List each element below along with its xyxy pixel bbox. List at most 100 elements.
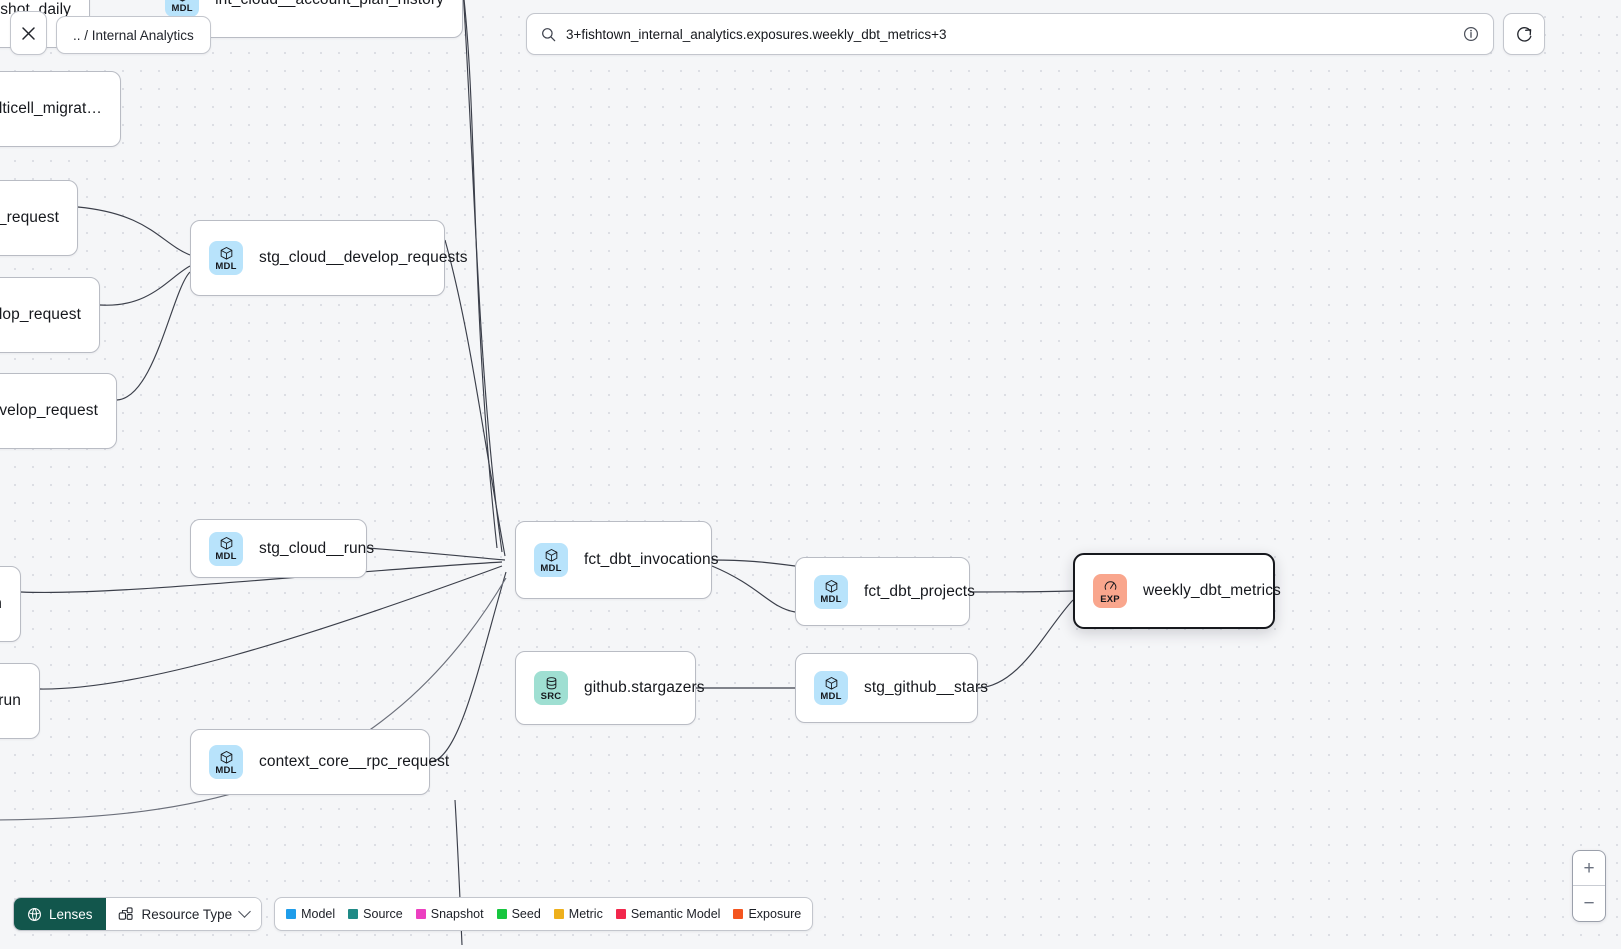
legend-swatch bbox=[286, 909, 297, 919]
search-input[interactable]: 3+fishtown_internal_analytics.exposures.… bbox=[566, 26, 947, 42]
close-button[interactable] bbox=[10, 11, 47, 55]
node-label: stg_github__stars bbox=[864, 679, 989, 696]
lineage-node-run_left2[interactable]: ….run bbox=[0, 663, 40, 739]
lineage-edge bbox=[463, 0, 498, 549]
legend-item-metric[interactable]: Metric bbox=[553, 907, 603, 921]
legend-swatch bbox=[415, 909, 426, 919]
node-label: …n bbox=[0, 595, 2, 613]
resource-badge-mdl: MDL bbox=[814, 574, 848, 609]
breadcrumb-label: .. / Internal Analytics bbox=[73, 27, 194, 43]
lineage-node-fct_dbt_projects[interactable]: MDL fct_dbt_projects bbox=[795, 557, 975, 626]
legend-swatch bbox=[615, 909, 626, 919]
cube-icon bbox=[220, 537, 232, 550]
zoom-in-button[interactable]: + bbox=[1573, 851, 1605, 886]
resource-badge-mdl: MDL bbox=[209, 745, 243, 779]
legend-item-exposure[interactable]: Exposure bbox=[733, 907, 801, 921]
resource-type-icon bbox=[118, 907, 133, 920]
legend-item-snapshot[interactable]: Snapshot bbox=[415, 907, 484, 921]
legend-swatch bbox=[496, 909, 507, 919]
legend-label: Model bbox=[301, 907, 336, 921]
lineage-edge bbox=[366, 547, 506, 561]
legend-label: Seed bbox=[511, 907, 541, 921]
chevron-down-icon bbox=[238, 904, 251, 918]
resource-badge-mdl: MDL bbox=[814, 671, 848, 705]
zoom-out-button[interactable]: − bbox=[1583, 893, 1595, 914]
lineage-node-weekly_dbt_metrics[interactable]: EXP weekly_dbt_metrics bbox=[1073, 553, 1281, 629]
lineage-edge bbox=[444, 239, 506, 557]
breadcrumb[interactable]: .. / Internal Analytics bbox=[56, 16, 211, 54]
bottom-toolbar: Lenses Resource Type Model Source Snapshot… bbox=[13, 897, 814, 931]
node-label: fct_dbt_projects bbox=[864, 582, 976, 600]
lineage-node-int_cloud_account_plan[interactable]: MDL int_cloud__account_plan_history bbox=[165, 0, 463, 38]
lens-globe-icon bbox=[28, 907, 41, 921]
lenses-button[interactable]: Lenses bbox=[14, 898, 106, 930]
resource-type-legend: Model Source Snapshot Seed Metric Semantic Mo… bbox=[274, 897, 814, 931]
node-label: ….run bbox=[0, 692, 21, 709]
node-label: context_core__rpc_request bbox=[259, 753, 450, 770]
resource-badge-mdl: MDL bbox=[165, 0, 200, 17]
legend-label: Metric bbox=[568, 907, 603, 921]
search-bar[interactable]: 3+fishtown_internal_analytics.exposures.… bbox=[526, 13, 1494, 55]
resource-type-button[interactable]: Resource Type bbox=[105, 898, 262, 930]
cube-icon bbox=[545, 548, 557, 562]
resource-type-label: Resource Type bbox=[141, 906, 233, 922]
resource-badge-mdl: MDL bbox=[209, 241, 243, 275]
node-label: int_cloud__account_plan_history bbox=[215, 0, 444, 9]
cube-icon bbox=[825, 580, 837, 593]
gauge-icon bbox=[1104, 580, 1116, 590]
legend-swatch bbox=[733, 909, 744, 919]
lineage-node-github_stargazers[interactable]: SRC github.stargazers bbox=[515, 651, 705, 725]
lineage-edge bbox=[429, 571, 507, 763]
node-label: weekly_dbt_metrics bbox=[1143, 582, 1281, 599]
node-label: github.stargazers bbox=[584, 679, 705, 696]
lineage-edge bbox=[977, 599, 1074, 689]
lineage-node-develop_request_a[interactable]: …p_request bbox=[0, 180, 78, 256]
resource-badge-mdl: MDL bbox=[534, 543, 568, 577]
lineage-node-develop_request_b[interactable]: …velop_request bbox=[0, 277, 100, 353]
cube-icon bbox=[220, 246, 232, 260]
lineage-node-stg_github_stars[interactable]: MDL stg_github__stars bbox=[795, 653, 988, 723]
lineage-node-multicell_migrat[interactable]: multicell_migrat… bbox=[0, 71, 121, 147]
legend-item-model[interactable]: Model bbox=[286, 907, 335, 921]
cube-icon bbox=[220, 750, 232, 764]
refresh-button[interactable] bbox=[1503, 13, 1545, 55]
lineage-edge bbox=[711, 565, 796, 613]
lineage-edge bbox=[463, 0, 503, 553]
node-label: …velop_request bbox=[0, 306, 81, 323]
lineage-node-stg_cloud_runs[interactable]: MDL stg_cloud__runs bbox=[190, 519, 374, 578]
legend-item-semantic-model[interactable]: Semantic Model bbox=[615, 907, 721, 921]
resource-badge-src: SRC bbox=[534, 671, 568, 705]
lens-group: Lenses Resource Type bbox=[13, 897, 263, 931]
lineage-edge bbox=[969, 590, 1074, 593]
node-label: multicell_migrat… bbox=[0, 100, 102, 117]
node-label: stg_cloud__develop_requests bbox=[259, 249, 468, 266]
lineage-edge bbox=[77, 206, 191, 256]
resource-badge-mdl: MDL bbox=[209, 531, 243, 566]
close-icon bbox=[22, 26, 35, 40]
resource-badge-exp: EXP bbox=[1093, 574, 1127, 608]
lineage-edge bbox=[116, 271, 191, 401]
refresh-icon bbox=[1516, 26, 1531, 42]
lineage-node-stg_cloud_develop_requests[interactable]: MDL stg_cloud__develop_requests bbox=[190, 220, 468, 296]
cube-icon bbox=[825, 676, 837, 690]
lineage-node-run_left[interactable]: …n bbox=[0, 566, 21, 642]
info-circle-icon[interactable] bbox=[1463, 26, 1479, 42]
legend-label: Semantic Model bbox=[630, 907, 721, 921]
lineage-node-context_core_rpc_request[interactable]: MDL context_core__rpc_request bbox=[190, 729, 449, 795]
legend-item-seed[interactable]: Seed bbox=[496, 907, 541, 921]
node-label: fct_dbt_invocations bbox=[584, 551, 719, 568]
legend-label: Source bbox=[363, 907, 403, 921]
lineage-node-fct_dbt_invocations[interactable]: MDL fct_dbt_invocations bbox=[515, 521, 719, 599]
node-label: …develop_request bbox=[0, 402, 98, 419]
legend-item-source[interactable]: Source bbox=[348, 907, 403, 921]
lenses-label: Lenses bbox=[49, 906, 93, 922]
lineage-node-develop_request_c[interactable]: …develop_request bbox=[0, 373, 117, 449]
node-label: …p_request bbox=[0, 209, 59, 226]
legend-swatch bbox=[553, 909, 564, 919]
database-icon bbox=[546, 676, 556, 689]
zoom-controls: + − bbox=[1572, 850, 1606, 922]
legend-swatch bbox=[348, 909, 359, 919]
node-label: stg_cloud__runs bbox=[259, 539, 375, 557]
